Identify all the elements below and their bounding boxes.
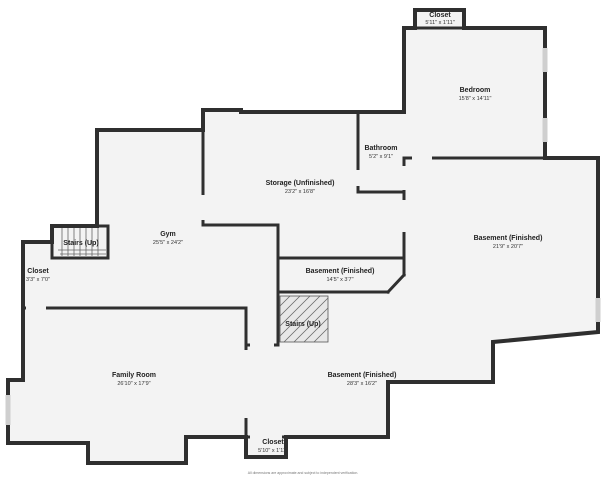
door-openings — [26, 155, 432, 440]
bedroom-dim: 15'8" x 14'11" — [459, 96, 492, 102]
family-room-dim: 26'10" x 17'9" — [117, 381, 150, 387]
closet-left-name: Closet — [27, 268, 49, 275]
closet-left-dim: 3'3" x 7'0" — [26, 277, 50, 283]
storage-name: Storage (Unfinished) — [266, 180, 335, 187]
storage-dim: 23'2" x 16'8" — [285, 189, 315, 195]
closet-top-name: Closet — [429, 12, 451, 19]
family-room-name: Family Room — [112, 372, 156, 379]
bathroom-name: Bathroom — [364, 145, 397, 152]
stairs-left-name: Stairs (Up) — [63, 240, 98, 247]
closet-top-dim: 5'11" x 1'11" — [425, 20, 454, 26]
closet-bottom-dim: 5'10" x 1'11" — [258, 448, 288, 454]
basement-right-dim: 21'9" x 20'7" — [493, 244, 523, 250]
basement-right-name: Basement (Finished) — [474, 235, 543, 242]
bedroom-name: Bedroom — [460, 87, 491, 94]
stairs-left-icon — [58, 228, 106, 256]
windows — [5, 48, 601, 425]
gym-name: Gym — [160, 231, 176, 238]
basement-bottom-dim: 28'3" x 16'2" — [347, 381, 377, 387]
closet-bottom-name: Closet — [262, 439, 284, 446]
bathroom-dim: 5'2" x 9'1" — [369, 154, 393, 160]
stairs-mid-name: Stairs (Up) — [285, 321, 320, 328]
gym-dim: 25'5" x 24'2" — [153, 240, 183, 246]
stairs-mid-icon — [279, 295, 329, 343]
basement-mid-name: Basement (Finished) — [306, 268, 375, 275]
outer-wall — [6, 8, 600, 465]
basement-bottom-name: Basement (Finished) — [328, 372, 397, 379]
floor-fill — [8, 10, 598, 463]
disclaimer-footnote: All dimensions are approximate and subje… — [248, 471, 359, 475]
basement-mid-dim: 14'5" x 3'7" — [326, 277, 353, 283]
